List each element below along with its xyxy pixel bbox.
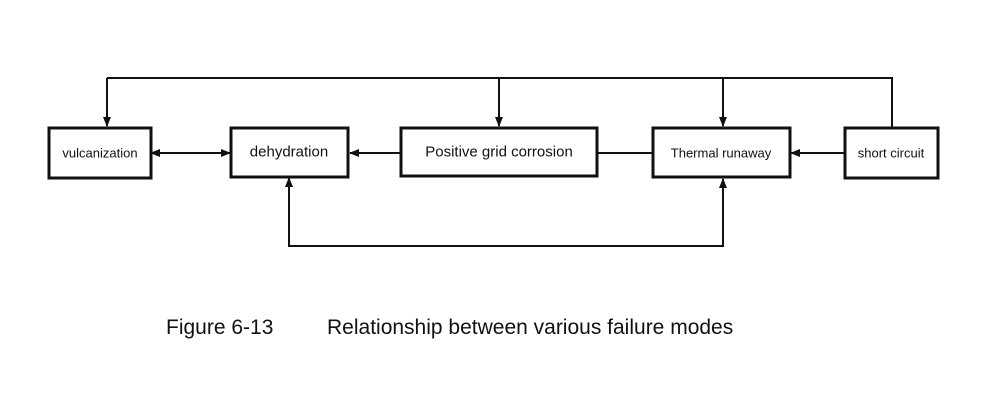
edges: [103, 77, 893, 247]
node-vulcanization: vulcanization: [47, 126, 153, 180]
node-thermal-label: Thermal runaway: [671, 146, 772, 161]
edge-short-top-bus: [107, 77, 893, 127]
node-short-circuit: short circuit: [843, 126, 940, 180]
node-corrosion-label: Positive grid corrosion: [425, 144, 573, 161]
node-short-circuit-label: short circuit: [858, 146, 925, 161]
edge-bottom-loop: [285, 177, 727, 247]
node-vulcanization-label: vulcanization: [62, 146, 137, 161]
node-dehydration-label: dehydration: [250, 144, 328, 161]
figure-number: Figure 6-13: [166, 316, 274, 339]
node-corrosion: Positive grid corrosion: [399, 126, 599, 178]
node-dehydration: dehydration: [229, 126, 350, 179]
node-thermal: Thermal runaway: [651, 126, 792, 179]
figure-caption: Relationship between various failure mod…: [327, 316, 734, 339]
